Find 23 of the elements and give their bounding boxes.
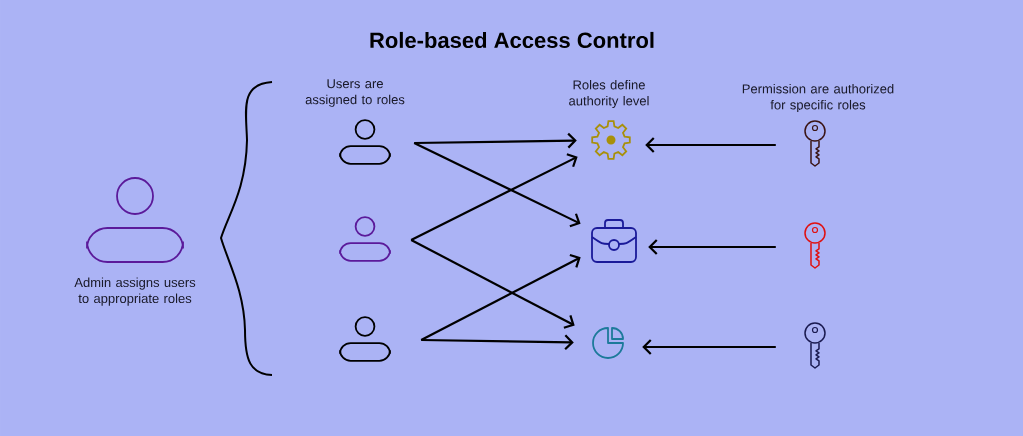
arrow bbox=[421, 334, 574, 351]
key-icon bbox=[804, 222, 826, 269]
node-label: Admin assigns users to appropriate roles bbox=[74, 277, 196, 306]
arrow bbox=[648, 239, 776, 255]
arrow bbox=[414, 132, 577, 149]
person-icon bbox=[339, 119, 391, 165]
pie-chart-icon bbox=[592, 327, 624, 359]
heading: Users are assigned to roles bbox=[305, 79, 405, 107]
gear-icon bbox=[591, 120, 631, 160]
arrow bbox=[642, 339, 776, 355]
arrow bbox=[645, 137, 776, 153]
arrow bbox=[413, 142, 581, 228]
person-icon bbox=[339, 316, 391, 362]
briefcase-icon bbox=[591, 219, 637, 263]
heading: Roles define authority level bbox=[569, 79, 649, 109]
person-icon bbox=[339, 216, 391, 262]
key-icon bbox=[804, 322, 826, 369]
arrow bbox=[410, 239, 575, 329]
title: Role-based Access Control bbox=[370, 31, 654, 49]
arrow bbox=[410, 153, 578, 241]
arrow bbox=[420, 253, 581, 341]
key-icon bbox=[804, 120, 826, 167]
heading: Permission are authorized for specific roles bbox=[742, 83, 894, 113]
